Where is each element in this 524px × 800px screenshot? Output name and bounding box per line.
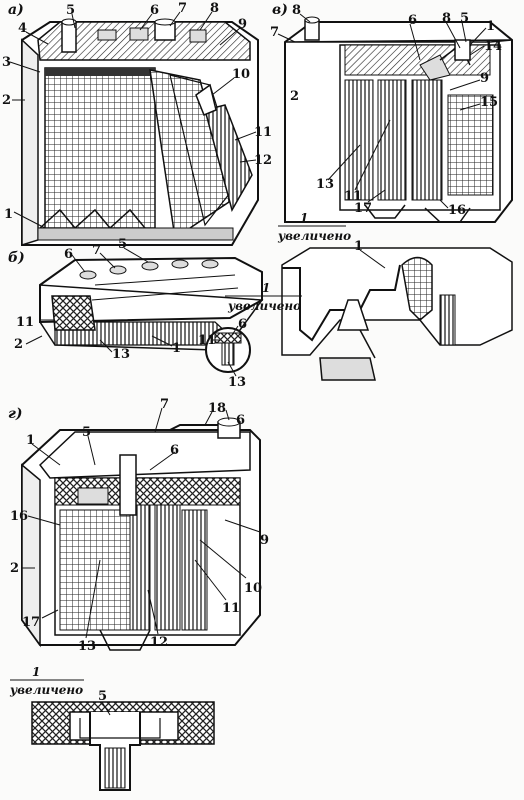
view-g-magnified-inset [31,701,215,791]
note-v-number: 1 [300,211,308,225]
callout-v-13: 13 [316,177,334,192]
callout-a-1: 1 [4,207,13,222]
callout-v-15: 15 [480,95,498,110]
callout-g-17: 17 [22,615,40,630]
note-b-number: 1 [262,281,270,295]
callout-b-6: 6 [64,247,73,262]
callout-v-5: 5 [460,11,469,26]
callout-b-7: 7 [92,243,101,258]
view-b-inset-magnifier [205,327,251,373]
callout-a-10: 10 [232,67,250,82]
callout-b-11: 11 [16,315,34,330]
callout-v-7: 7 [270,25,279,40]
callout-v-11: 11 [344,189,362,204]
callout-g-18: 18 [208,401,226,416]
callouts-view-g: 7 18 6 1 5 16 2 17 13 12 11 10 9 6 5 [10,397,269,704]
view-g-battery [21,417,261,651]
callout-b-5: 5 [118,237,127,252]
callout-v-9: 9 [480,71,489,86]
callout-b-inset-13: 13 [228,375,246,390]
callout-v-2: 2 [290,89,299,104]
callout-a-8: 8 [210,1,219,16]
callout-v-1: 1 [486,19,495,34]
callout-v-8a: 8 [292,3,301,18]
callout-v-8b: 8 [442,11,451,26]
callout-leader-lines [9,11,487,716]
callout-b-13: 13 [112,347,130,362]
callouts-view-b: 6 7 5 11 2 13 1 11 6 13 [14,237,247,390]
callout-a-12: 12 [254,153,272,168]
callout-g-1: 1 [26,433,35,448]
callout-a-4: 4 [18,21,27,36]
callout-a-2: 2 [2,93,11,108]
callout-b-1: 1 [172,341,181,356]
callout-a-5: 5 [66,3,75,18]
note-g-magnified: 1 увеличено [9,665,84,697]
callout-a-9: 9 [238,17,247,32]
callout-b-inset-6: 6 [238,317,247,332]
callout-a-3: 3 [2,55,11,70]
note-g-number: 1 [32,665,40,679]
callout-g-inset-5: 5 [98,689,107,704]
callout-v-6: 6 [408,13,417,28]
section-label-g: г) [8,406,23,422]
callout-g-12: 12 [150,635,168,650]
callouts-view-v: 8 7 2 6 8 5 1 14 9 15 13 11 17 16 1 [270,3,502,254]
callout-g-6b: 6 [170,443,179,458]
callout-g-16: 16 [10,509,28,524]
section-label-a: а) [8,2,24,18]
callout-a-6: 6 [150,3,159,18]
callout-g-10: 10 [244,581,262,596]
note-g-text: увеличено [9,683,83,697]
callout-b-inset-11: 11 [198,333,216,348]
view-b-battery [39,256,264,351]
callout-g-9: 9 [260,533,269,548]
callout-v-16: 16 [448,203,466,218]
note-b-text: увеличено [227,299,301,313]
callout-a-7: 7 [178,1,187,16]
callout-b-2: 2 [14,337,23,352]
note-v-magnified: 1 увеличено [277,211,351,243]
callout-g-11: 11 [222,601,240,616]
callout-g-6a: 6 [236,413,245,428]
callout-v-14: 14 [484,39,502,54]
callout-v-inset-1: 1 [354,239,363,254]
callout-g-13: 13 [78,639,96,654]
callout-v-17: 17 [354,201,372,216]
callout-g-7: 7 [160,397,169,412]
callouts-view-a: 1 2 3 4 5 6 7 8 9 10 11 12 [2,1,272,222]
note-v-text: увеличено [277,229,351,243]
section-label-v: в) [272,2,288,18]
callout-g-2: 2 [10,561,19,576]
view-v-magnified-inset [281,247,513,381]
note-b-magnified: 1 увеличено [225,281,302,313]
section-label-b: б) [8,250,25,266]
callout-g-5: 5 [82,425,91,440]
view-a-battery [21,18,259,247]
callout-a-11: 11 [254,125,272,140]
